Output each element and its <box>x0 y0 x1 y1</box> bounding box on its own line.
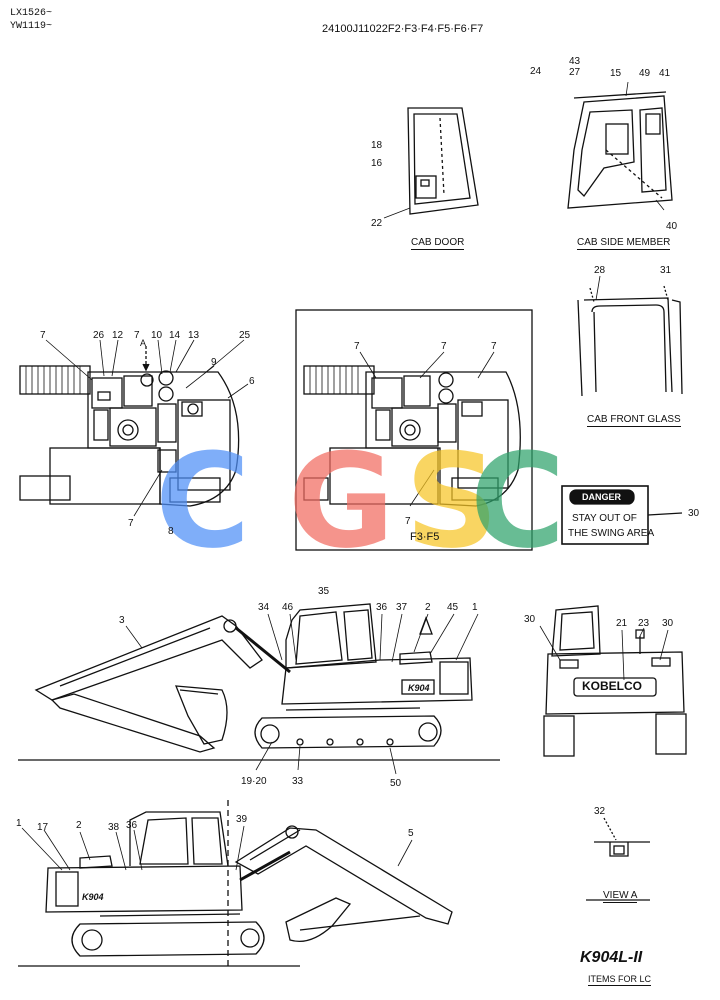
callout-50: 50 <box>390 778 402 789</box>
callout-31: 31 <box>660 265 672 276</box>
callout-box-7b: 7 <box>441 341 447 352</box>
cab-front-glass-drawing <box>577 285 683 397</box>
serial-range-1: LX1526~ <box>10 8 53 19</box>
callout-40: 40 <box>666 221 678 232</box>
callout-13: 13 <box>188 330 200 341</box>
watermark-letter-c1: C <box>155 425 251 577</box>
callout-23: 23 <box>638 618 650 629</box>
callout-16: 16 <box>371 158 383 169</box>
callout-25: 25 <box>239 330 251 341</box>
callout-17: 17 <box>37 822 49 833</box>
callout-8: 8 <box>168 526 174 537</box>
callout-1: 1 <box>472 602 478 613</box>
view-a-marker: A <box>140 338 147 348</box>
callout-top-7b: 7 <box>134 330 140 341</box>
callout-10: 10 <box>151 330 163 341</box>
caption-cab-front-glass: CAB FRONT GLASS <box>587 414 681 427</box>
callout-30-rear-right: 30 <box>662 618 674 629</box>
danger-decal-drawing <box>561 485 683 545</box>
callout-18: 18 <box>371 140 383 151</box>
callout-39: 39 <box>236 814 248 825</box>
callout-left-36: 36 <box>126 820 138 831</box>
side-decal-left: K904 <box>82 892 104 902</box>
callout-22: 22 <box>371 218 383 229</box>
callout-15: 15 <box>610 68 622 79</box>
callout-left-2: 2 <box>76 820 82 831</box>
footer-items: ITEMS FOR LC <box>588 974 652 986</box>
callout-6: 6 <box>249 376 255 387</box>
callout-43: 43 <box>569 56 581 67</box>
callout-2: 2 <box>425 602 431 613</box>
excavator-rear-view-drawing <box>543 605 687 757</box>
callout-27: 27 <box>569 67 581 78</box>
callout-12: 12 <box>112 330 124 341</box>
watermark-letter-s: S <box>405 425 499 577</box>
serial-range-2: YW1119~ <box>10 21 53 32</box>
callout-24: 24 <box>530 66 542 77</box>
part-number: 24100J11022F2·F3·F4·F5·F6·F7 <box>322 23 484 35</box>
callout-37: 37 <box>396 602 408 613</box>
callout-35: 35 <box>318 586 330 597</box>
callout-46: 46 <box>282 602 294 613</box>
callout-9: 9 <box>211 357 217 368</box>
leader-lines <box>21 81 669 871</box>
callout-30-decal: 30 <box>688 508 700 519</box>
callout-49: 49 <box>639 68 651 79</box>
cab-side-member-drawing <box>567 91 673 209</box>
decal-line-2: STAY OUT OF <box>572 513 637 524</box>
callout-box-7d: 7 <box>405 516 411 527</box>
callout-32: 32 <box>594 806 606 817</box>
callout-21: 21 <box>616 618 628 629</box>
callout-box-7c: 7 <box>491 341 497 352</box>
caption-cab-side-member: CAB SIDE MEMBER <box>577 237 671 250</box>
callout-38: 38 <box>108 822 120 833</box>
callout-41: 41 <box>659 68 671 79</box>
footer-model: K904L-II <box>580 949 643 966</box>
view-a-drawing <box>586 817 650 901</box>
callout-26: 26 <box>93 330 105 341</box>
caption-view-a: VIEW A <box>603 890 638 903</box>
top-view-variant-drawing <box>295 309 533 551</box>
callout-3: 3 <box>119 615 125 626</box>
callout-19-20: 19·20 <box>241 776 267 787</box>
watermark-letter-c2: C <box>470 425 566 577</box>
callout-45: 45 <box>447 602 459 613</box>
callout-36: 36 <box>376 602 388 613</box>
callout-30-rear-left: 30 <box>524 614 536 625</box>
callout-top-7a: 7 <box>40 330 46 341</box>
callout-5: 5 <box>408 828 414 839</box>
excavator-side-view-drawing <box>18 603 500 761</box>
caption-cab-door: CAB DOOR <box>411 237 465 250</box>
excavator-left-view-drawing <box>18 800 453 970</box>
callout-33: 33 <box>292 776 304 787</box>
callout-left-1: 1 <box>16 818 22 829</box>
rear-decal-kobelco: KOBELCO <box>582 679 642 693</box>
decal-line-3: THE SWING AREA <box>568 528 655 539</box>
side-decal-right: K904 <box>408 683 430 693</box>
callout-14: 14 <box>169 330 181 341</box>
top-view-drawing <box>19 346 240 507</box>
decal-danger: DANGER <box>582 492 622 502</box>
callout-28: 28 <box>594 265 606 276</box>
cab-door-drawing <box>407 107 479 215</box>
callout-box-7a: 7 <box>354 341 360 352</box>
caption-variant: F3·F5 <box>410 531 440 543</box>
callout-top-7c: 7 <box>128 518 134 529</box>
watermark-letter-g: G <box>288 425 395 577</box>
callout-34: 34 <box>258 602 270 613</box>
